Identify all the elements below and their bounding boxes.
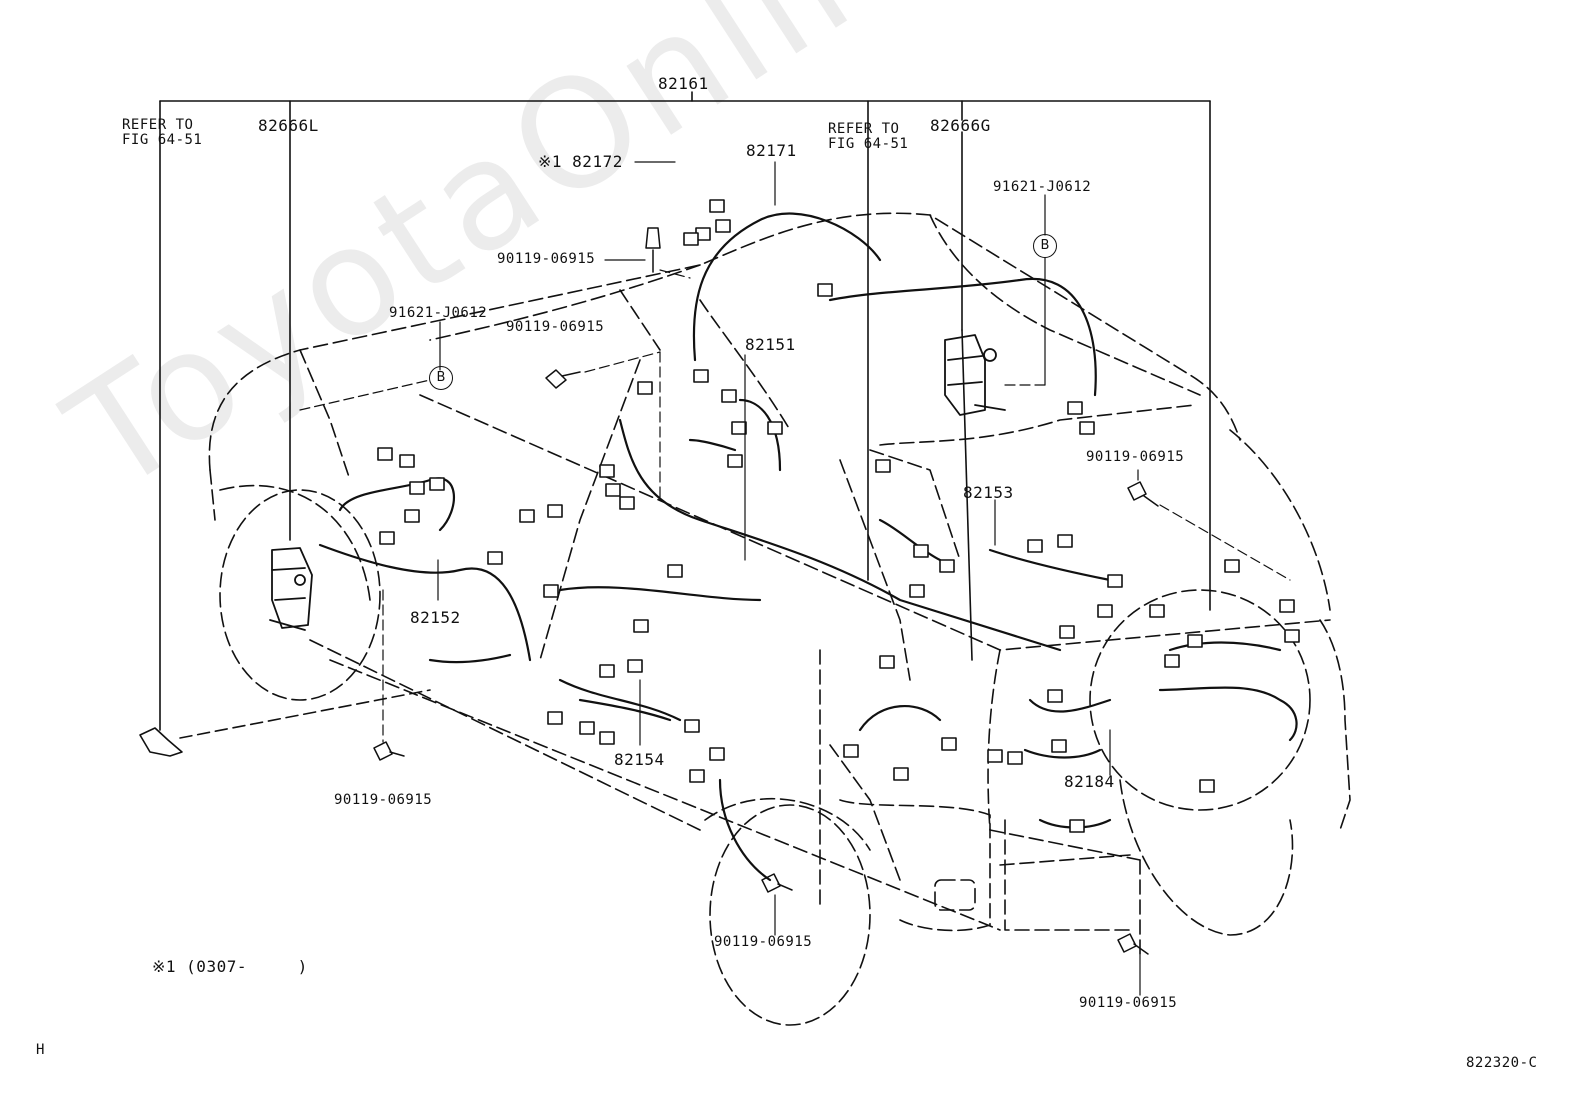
part-82172-note: ※1 82172 [538,152,623,171]
part-82184: 82184 [1064,772,1115,791]
clip-right-label: 91621-J0612 [993,179,1092,195]
bolt-wheel-label: 90119-06915 [714,934,813,950]
part-82161: 82161 [658,74,709,93]
part-82666G: 82666G [930,116,991,135]
part-82153: 82153 [963,483,1014,502]
brackets [269,334,1006,631]
callout-b-left: B [429,366,453,390]
part-82154: 82154 [614,750,665,769]
part-82666L: 82666L [258,116,319,135]
harness-runs [318,212,1298,882]
refer-left-line1: REFER TO [122,117,194,133]
wheels [219,484,1311,1026]
clip-left-label: 91621-J0612 [389,305,488,321]
corner-letter: H [36,1042,45,1058]
refer-right-line1: REFER TO [828,121,900,137]
connectors [377,199,1300,833]
body-outline [208,212,1351,961]
bolt-rear-label: 90119-06915 [1086,449,1185,465]
figure-code: 822320-C [1466,1055,1538,1071]
leader-82161 [159,91,1211,731]
footnote: ※1 (0307- ) [152,957,308,976]
part-82151: 82151 [745,335,796,354]
part-82152: 82152 [410,608,461,627]
refer-right-line2: FIG 64-51 [828,136,909,152]
refer-left-line2: FIG 64-51 [122,132,203,148]
callout-b-right: B [1033,234,1057,258]
bolt-mid-label: 90119-06915 [506,319,605,335]
part-82171: 82171 [746,141,797,160]
bolt-roof-label: 90119-06915 [497,251,596,267]
bolt-right-bottom-label: 90119-06915 [1079,995,1178,1011]
bolt-left-bottom-label: 90119-06915 [334,792,433,808]
leaders [299,161,1291,996]
bolts [373,227,1159,955]
